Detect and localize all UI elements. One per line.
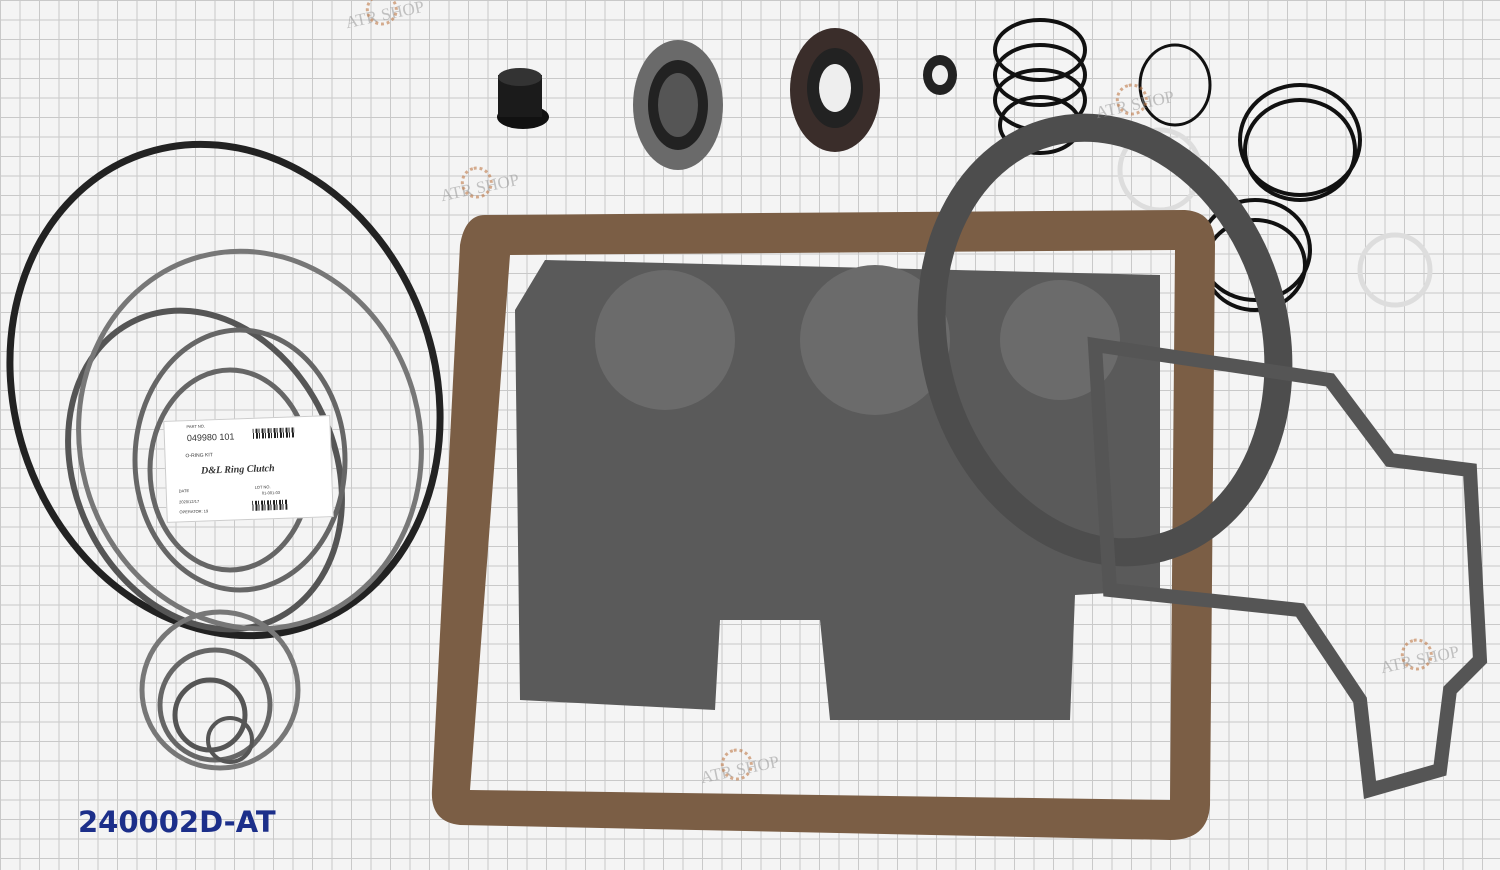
barcode [252, 427, 295, 439]
product-label: PART NO. 049980 101 O-RING KIT D&L Ring … [163, 415, 334, 523]
part-no-label: PART NO. [186, 423, 206, 430]
date-label: DATE [178, 488, 190, 494]
seals [633, 28, 957, 170]
barcode [252, 499, 288, 511]
lot-number: 01-001-03 [261, 489, 281, 496]
pump-gasket [1087, 336, 1488, 800]
date: 2020/12/17 [179, 498, 200, 505]
operator: OPERATOR: 19 [179, 508, 209, 515]
valve-body-cutouts [595, 265, 1120, 415]
bushing [497, 68, 549, 129]
product-code: 240002D-AT [78, 805, 276, 839]
kit-name: D&L Ring Clutch [200, 463, 275, 477]
ring-gasket [917, 113, 1293, 567]
part-number: 049980 101 [186, 431, 235, 444]
kit-type: O-RING KIT [185, 452, 213, 460]
sealing-rings [993, 18, 1433, 312]
lot-label: LOT NO. [254, 484, 271, 490]
